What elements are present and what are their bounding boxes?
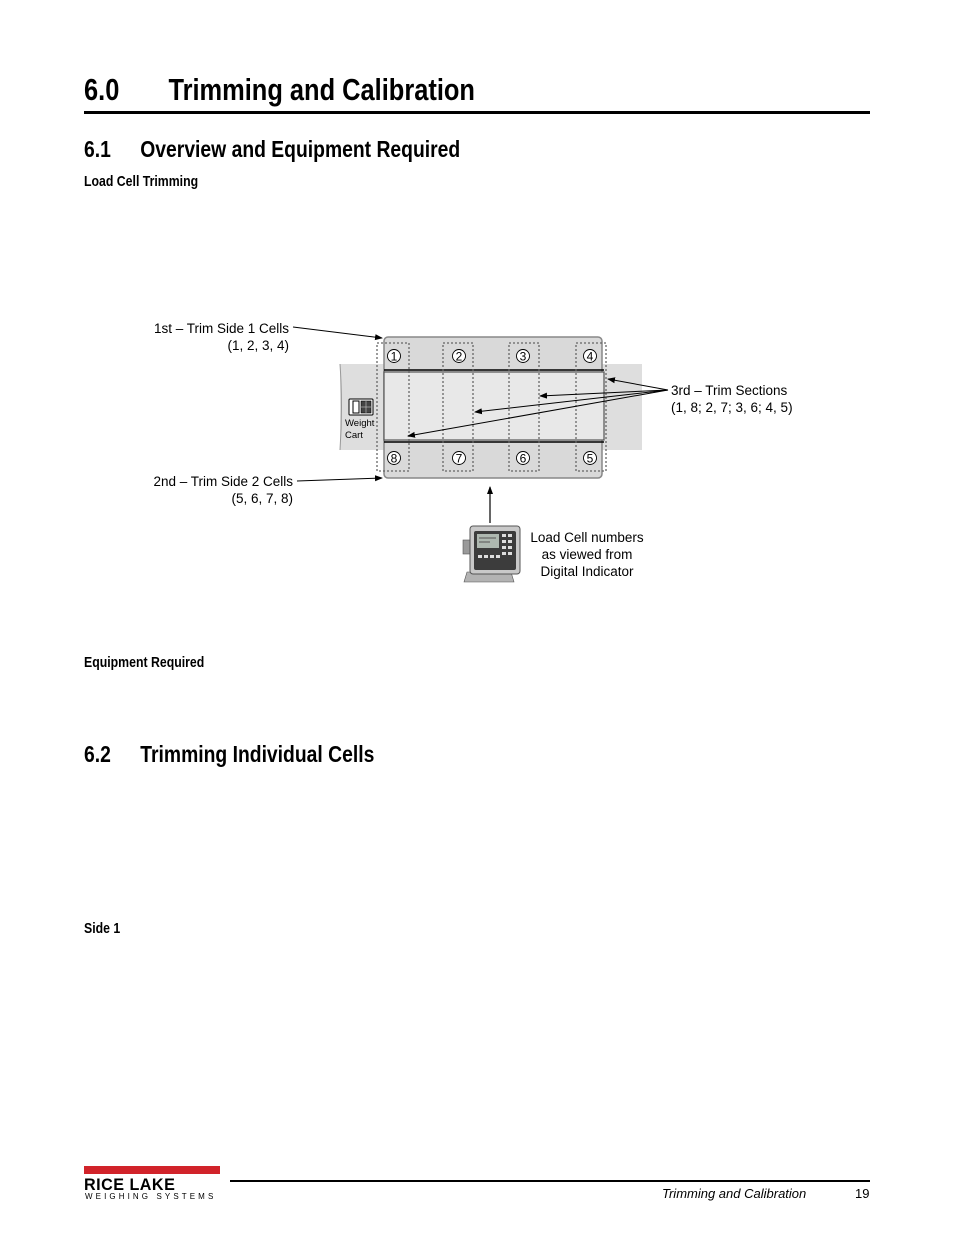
load-cell-6-marker: [516, 451, 530, 465]
indicator-label-line3: Digital Indicator: [540, 564, 634, 579]
side1-label-line1: 1st – Trim Side 1 Cells: [153, 321, 289, 336]
side1-leader-arrow: [292, 326, 383, 341]
indicator-label: Load Cell numbers as viewed from Digital…: [522, 529, 652, 580]
load-cell-8-label: 8: [391, 452, 398, 466]
page-title: 6.0 Trimming and Calibration: [84, 72, 475, 108]
weight-cart-icon: [348, 398, 374, 416]
sections-label-line2: (1, 8; 2, 7; 3, 6; 4, 5): [671, 400, 793, 415]
load-cell-8-marker: [387, 451, 401, 465]
section-number: 6.1: [84, 136, 111, 162]
logo-name: RICE LAKE: [84, 1175, 176, 1194]
side2-label-line2: (5, 6, 7, 8): [231, 491, 293, 506]
load-cell-5-label: 5: [587, 452, 594, 466]
logo-bar: [84, 1166, 220, 1174]
side2-leader-arrow: [296, 475, 383, 482]
subheading-equipment-required: Equipment Required: [84, 654, 205, 671]
load-cell-7-marker: [452, 451, 466, 465]
load-cell-7-label: 7: [456, 452, 463, 466]
load-cell-5-marker: [583, 451, 597, 465]
load-cell-4-marker: [583, 349, 597, 363]
weight-cart-label-2: Cart: [345, 430, 363, 441]
rice-lake-logo: RICE LAKE WEIGHING SYSTEMS: [84, 1166, 222, 1204]
section-number: 6.2: [84, 741, 111, 767]
side2-label-line1: 2nd – Trim Side 2 Cells: [153, 474, 293, 489]
section-heading-6-2: 6.2 Trimming Individual Cells: [84, 741, 374, 768]
load-cell-2-marker: [452, 349, 466, 363]
load-cell-3-label: 3: [520, 350, 527, 364]
section-title: Overview and Equipment Required: [140, 136, 461, 162]
page-number: 19: [855, 1186, 870, 1201]
digital-indicator-icon: [462, 525, 521, 583]
trim-section-2-7: [442, 342, 474, 472]
subheading-side-1: Side 1: [84, 920, 121, 937]
sections-label-line1: 3rd – Trim Sections: [671, 383, 788, 398]
load-cell-2-label: 2: [456, 350, 463, 364]
trim-section-4-5: [575, 342, 607, 472]
sections-label: 3rd – Trim Sections (1, 8; 2, 7; 3, 6; 4…: [671, 382, 793, 416]
side1-label-line2: (1, 2, 3, 4): [227, 338, 289, 353]
footer-rule: [230, 1180, 870, 1182]
trim-section-1-8: [376, 342, 410, 472]
indicator-label-line2: as viewed from: [541, 547, 633, 562]
section-heading-6-1: 6.1 Overview and Equipment Required: [84, 136, 460, 163]
load-cell-4-label: 4: [587, 350, 594, 364]
load-cell-6-label: 6: [520, 452, 527, 466]
side2-label: 2nd – Trim Side 2 Cells (5, 6, 7, 8): [120, 473, 293, 507]
trim-section-3-6: [508, 342, 540, 472]
section-title: Trimming Individual Cells: [140, 741, 375, 767]
section-title: Trimming and Calibration: [168, 72, 475, 107]
footer-title: Trimming and Calibration: [662, 1186, 807, 1201]
section-arrow-2-7: [474, 389, 669, 415]
title-rule: [84, 111, 870, 114]
section-arrow-4-5: [607, 377, 669, 391]
section-arrow-1-8: [407, 389, 669, 438]
section-number: 6.0: [84, 72, 120, 107]
load-cell-1-marker: [387, 349, 401, 363]
trim-diagram: 1 2 3 4 8 7 6 5 Weight Cart: [292, 326, 669, 583]
load-cell-1-label: 1: [391, 350, 398, 364]
load-cell-3-marker: [516, 349, 530, 363]
side1-label: 1st – Trim Side 1 Cells (1, 2, 3, 4): [120, 320, 289, 354]
indicator-label-line1: Load Cell numbers: [530, 530, 644, 545]
logo-subtitle: WEIGHING SYSTEMS: [85, 1192, 217, 1201]
section-arrow-3-6: [539, 389, 669, 399]
subheading-load-cell-trimming: Load Cell Trimming: [84, 173, 199, 190]
weight-cart-label: Weight: [345, 418, 375, 429]
